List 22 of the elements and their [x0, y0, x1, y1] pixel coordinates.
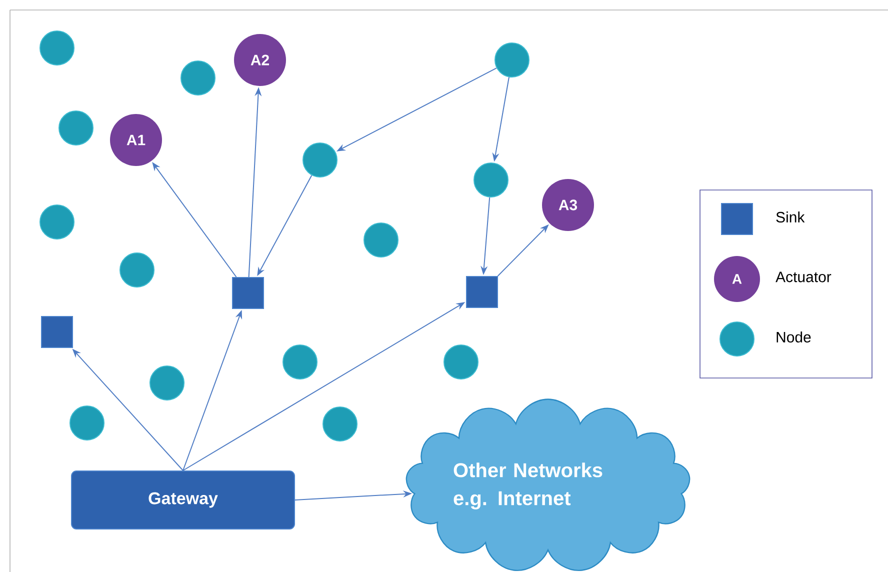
sensor-node-circle: [58, 110, 94, 146]
network-cloud: Other Networks e.g. Internet: [406, 398, 690, 572]
sensor-node-circle: [474, 162, 508, 198]
sensor-node-circle: [444, 344, 478, 380]
legend-label: Actuator: [776, 272, 832, 282]
sensor-node-circle: [364, 222, 398, 258]
legend-label: Sink: [776, 211, 805, 222]
sink-square: [41, 316, 73, 348]
sensor-node-circle: [302, 142, 338, 178]
sensor-node-circle: [40, 30, 74, 66]
sensor-node-circle: [282, 344, 318, 380]
sensor-node-circle: [40, 204, 74, 240]
sink-square: [232, 277, 264, 309]
sensor-node-circle: [322, 406, 358, 442]
sensor-node-circle: [180, 60, 216, 96]
sensor-node-circle: [150, 366, 184, 400]
legend-label: Node: [776, 331, 811, 342]
gateway-box: Gateway: [71, 470, 295, 530]
sensor-node-circle: [120, 252, 154, 288]
sink-square: [466, 276, 498, 308]
sensor-node-circle: [70, 406, 104, 440]
sensor-node-circle: [494, 42, 530, 78]
